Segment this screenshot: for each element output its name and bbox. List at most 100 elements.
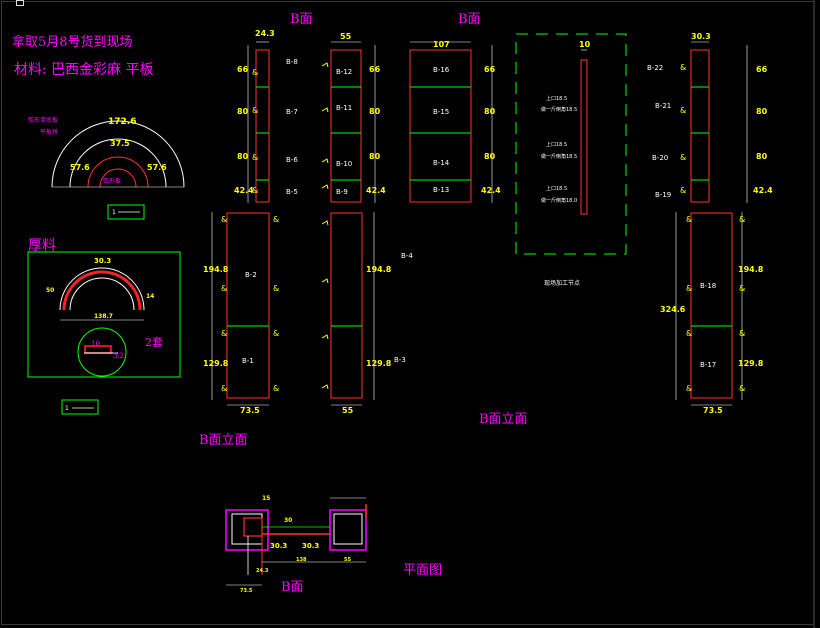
- col1-dim-4: 42.4: [234, 186, 254, 195]
- elev-right-dim-1: 194.8: [738, 265, 764, 274]
- detail-tag-2-label: 1: [65, 405, 69, 412]
- elevation-middle: 194.8 129.8 B-4 B-3 55: [330, 212, 413, 415]
- anchor-mark: &: [221, 384, 227, 393]
- plan-dim-6: 55: [344, 557, 351, 563]
- col4-line-5: 上口18.5: [546, 185, 567, 192]
- heading-b-face-plan: B面: [281, 580, 304, 595]
- hook-mark: [321, 62, 329, 68]
- anchor-mark: &: [680, 186, 686, 195]
- col5-label-2: B-21: [655, 102, 671, 110]
- hook-mark: [321, 220, 329, 226]
- ucs-marker: [16, 0, 24, 6]
- col4-line-6: 做一斤倒角18.0: [541, 197, 577, 204]
- thick-dim-bottom: 138.7: [94, 313, 113, 320]
- elevation-right: 324.6 194.8 129.8 B-18 B-17 73.5: [660, 212, 764, 415]
- anchor-mark: &: [252, 68, 258, 77]
- thick-dim-top: 30.3: [94, 257, 111, 265]
- elev-right-label-2: B-17: [700, 361, 716, 369]
- column-3: 107 66 80 80 42.4 B-16 B-15 B-14 B-13: [409, 40, 501, 203]
- sets-label: 2套: [145, 336, 163, 349]
- elev-left-label-2: B-1: [242, 357, 254, 365]
- thick-dim-left: 50: [46, 287, 54, 294]
- hook-mark: [321, 107, 329, 113]
- anchor-mark: &: [686, 215, 692, 224]
- anchor-mark: &: [686, 329, 692, 338]
- anchor-mark: &: [680, 63, 686, 72]
- anchor-mark: &: [739, 384, 745, 393]
- viewport-scrollbar[interactable]: [813, 0, 815, 628]
- col2-dim-1: 66: [369, 65, 381, 74]
- detail-tag-1[interactable]: [107, 204, 145, 220]
- thick-arch: 30.3 50 14 138.7: [46, 257, 154, 321]
- note-pickup: 拿取5月8号货到现场: [12, 34, 133, 50]
- col1-top-dim: 24.3: [255, 29, 275, 38]
- col2-dim-4: 42.4: [366, 186, 386, 195]
- detail-tag-1-label: 1: [112, 209, 116, 216]
- col4-caption: 现场加工节点: [544, 279, 580, 287]
- elev-mid-dim-2: 129.8: [366, 359, 392, 368]
- arch-center-label: 弧形板: [103, 177, 121, 185]
- column-4-node-detail: 10 上口18.5 做一斤倒角18.5 上口18.5 做一斤倒角18.5 上口1…: [515, 33, 627, 287]
- anchor-mark: &: [739, 215, 745, 224]
- heading-b-elev-left: B面立面: [199, 433, 248, 448]
- plan-dim-4: 30.3: [302, 542, 319, 550]
- col1-dim-2: 80: [237, 107, 249, 116]
- plan-dim-7: 73.5: [240, 588, 253, 594]
- col3-dim-3: 80: [484, 152, 496, 161]
- column-1: 24.3 66 80 80 42.4 B-8 B-7 B-6 B-5: [234, 29, 298, 203]
- column-5: 30.3 66 80 80 42.4 B-22 B-21 B-20 B-19: [647, 32, 773, 203]
- col5-label-4: B-19: [655, 191, 671, 199]
- arch-label-a: 弧形单底板: [28, 116, 58, 124]
- arch-top-drawing: 弧形单底板 平板拼 172.6 37.5 57.6 57.6 弧形板: [28, 116, 185, 188]
- hook-mark: [321, 184, 329, 190]
- thick-circle-dim-b: 3.2: [113, 352, 124, 360]
- anchor-markers: &&&&&&&&&&&&&&&&&&&&&&&&: [221, 62, 745, 393]
- heading-b-face-2: B面: [458, 12, 481, 27]
- arch-dim-left: 57.6: [70, 163, 90, 172]
- col4-top-dim: 10: [579, 40, 591, 49]
- heading-b-elev-right: B面立面: [479, 412, 528, 427]
- hook-mark: [321, 384, 329, 390]
- elev-mid-dim-1: 194.8: [366, 265, 392, 274]
- arch-dim-outer: 172.6: [108, 117, 136, 127]
- elev-left-dim-1: 194.8: [203, 265, 229, 274]
- anchor-mark: &: [739, 284, 745, 293]
- elev-right-label-1: B-18: [700, 282, 716, 290]
- hook-mark: [321, 158, 329, 164]
- col1-dim-3: 80: [237, 152, 249, 161]
- col2-dim-2: 80: [369, 107, 381, 116]
- col3-label-1: B-16: [433, 66, 450, 74]
- col2-label-3: B-10: [336, 160, 352, 168]
- elevation-left: 194.8 129.8 B-2 B-1 73.5: [203, 212, 270, 415]
- anchor-mark: &: [680, 153, 686, 162]
- plan-dim-1: 15: [262, 495, 270, 502]
- col5-dim-3: 80: [756, 152, 768, 161]
- col2-label-1: B-12: [336, 68, 352, 76]
- arch-dim-inner: 37.5: [110, 139, 130, 148]
- plan-dim-3: 30.3: [270, 542, 287, 550]
- heading-plan: 平面图: [403, 563, 442, 578]
- anchor-mark: &: [221, 284, 227, 293]
- anchor-mark: &: [273, 284, 279, 293]
- detail-tag-2[interactable]: [61, 399, 99, 415]
- elev-right-dim-2: 129.8: [738, 359, 764, 368]
- thick-dim-right: 14: [146, 293, 154, 300]
- col3-dim-4: 42.4: [481, 186, 501, 195]
- col1-label-1: B-8: [286, 58, 298, 66]
- elev-right-dim-total: 324.6: [660, 305, 686, 314]
- anchor-mark: &: [252, 106, 258, 115]
- elev-mid-label-1: B-4: [401, 252, 413, 260]
- anchor-mark: &: [252, 186, 258, 195]
- col3-label-3: B-14: [433, 159, 450, 167]
- elev-mid-bottom-dim: 55: [342, 406, 354, 415]
- anchor-mark: &: [273, 329, 279, 338]
- col2-label-4: B-9: [336, 188, 348, 196]
- col4-line-4: 做一斤倒角18.5: [541, 153, 577, 160]
- col1-dim-1: 66: [237, 65, 249, 74]
- col3-label-2: B-15: [433, 108, 449, 116]
- col3-top-dim: 107: [433, 40, 450, 49]
- anchor-mark: &: [221, 215, 227, 224]
- col1-label-4: B-5: [286, 188, 298, 196]
- hook-mark: [321, 334, 329, 340]
